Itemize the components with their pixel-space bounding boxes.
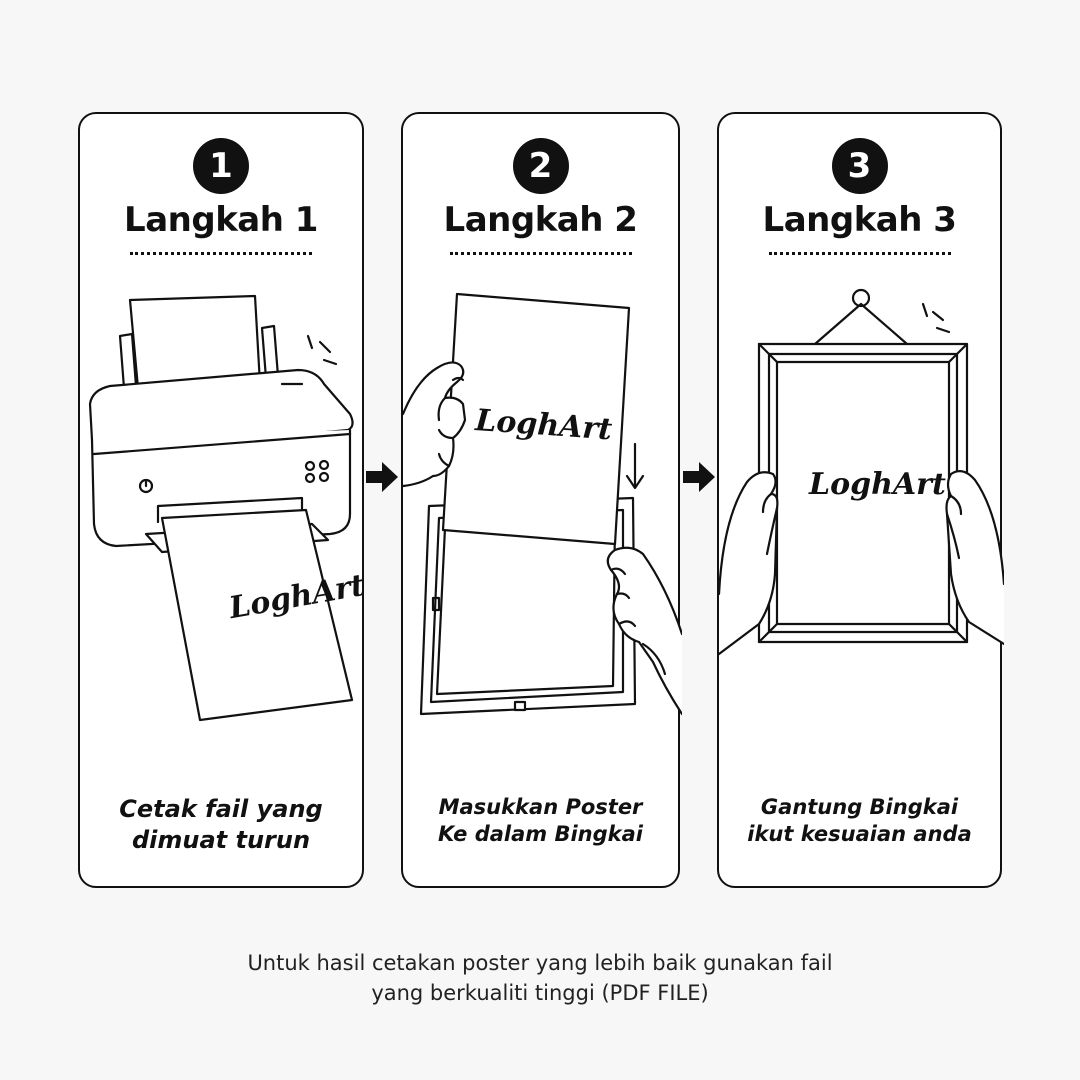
step-caption: Cetak fail yang dimuat turun <box>119 795 323 855</box>
step-caption: Gantung Bingkai ikut kesuaian anda <box>747 795 972 847</box>
footer-line-1: Untuk hasil cetakan poster yang lebih ba… <box>247 951 833 975</box>
dotted-divider <box>449 252 632 255</box>
frame-insert-icon: LoghArt <box>403 292 682 716</box>
footer-line-2: yang berkualiti tinggi (PDF FILE) <box>371 981 709 1006</box>
step-title: Langkah 1 <box>124 200 318 240</box>
arrow-right-icon <box>366 462 398 492</box>
printer-icon: LoghArt <box>88 294 366 722</box>
dotted-divider <box>130 252 312 255</box>
footer-note: Untuk hasil cetakan poster yang lebih ba… <box>0 948 1080 1009</box>
step-title: Langkah 3 <box>762 200 957 240</box>
step-card-3: 3 Langkah 3 LoghArt Gantung Bingkai ikut… <box>717 112 1004 888</box>
arrow-right-icon <box>683 462 715 492</box>
step-card-2: 2 Langkah 2 LoghArt Masukkan Poster Ke d… <box>401 112 682 888</box>
step-card-1: 1 Langkah 1 LoghArt Cetak fail yang dim <box>78 112 366 888</box>
step-number-badge: 3 <box>831 138 888 194</box>
hanging-frame-icon: LoghArt <box>719 288 1004 656</box>
step-title: Langkah 2 <box>443 200 638 240</box>
step-number-badge: 2 <box>512 138 569 194</box>
step-caption: Masukkan Poster Ke dalam Bingkai <box>438 795 643 847</box>
step-number-badge: 1 <box>193 138 249 194</box>
brand-logo: LoghArt <box>808 467 946 502</box>
dotted-divider <box>768 252 951 255</box>
